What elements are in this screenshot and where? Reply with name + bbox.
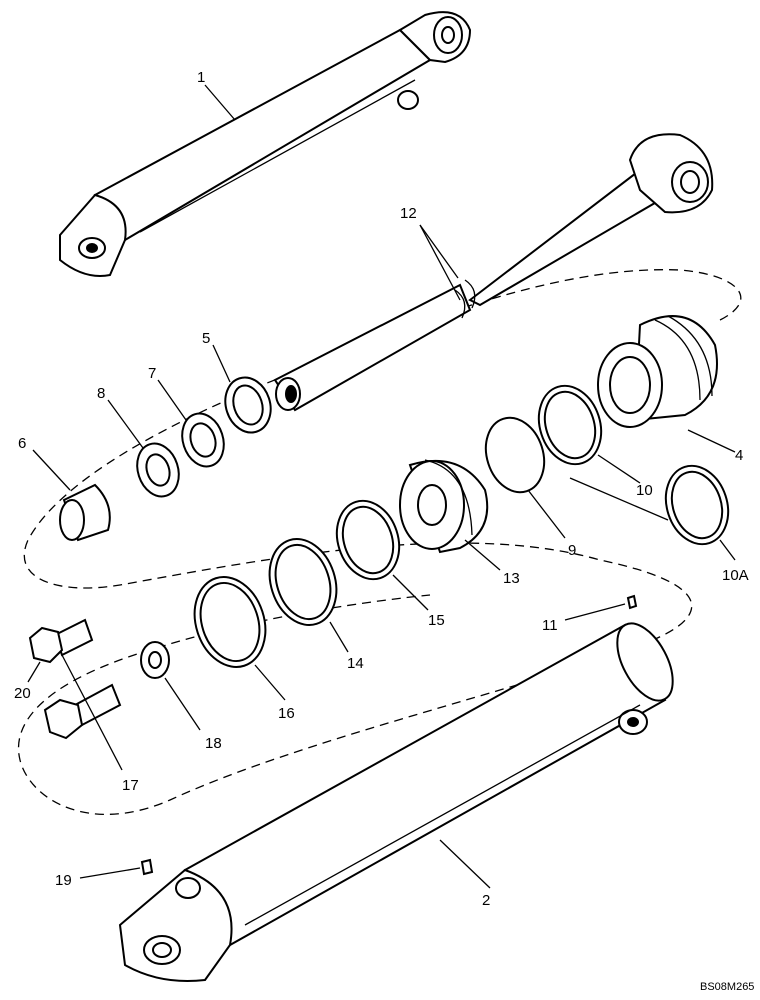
bushing-6 <box>59 483 111 542</box>
callout-15: 15 <box>428 612 445 629</box>
callout-10a: 10A <box>722 567 749 584</box>
piston <box>399 459 489 554</box>
grease-fitting-11 <box>626 594 638 610</box>
callout-2: 2 <box>482 892 490 909</box>
callout-12: 12 <box>400 205 417 222</box>
callout-8: 8 <box>97 385 105 402</box>
cylinder-tube-lower <box>118 622 674 982</box>
callout-4: 4 <box>735 447 743 464</box>
leader-lines <box>27 84 736 889</box>
callout-1: 1 <box>197 69 205 86</box>
callout-14: 14 <box>347 655 364 672</box>
drawing-code: BS08M265 <box>700 981 754 993</box>
callout-6: 6 <box>18 435 26 452</box>
callout-11: 11 <box>542 617 558 634</box>
cylinder-head <box>597 315 718 428</box>
callout-7: 7 <box>148 365 156 382</box>
bolt-20 <box>28 618 94 664</box>
grease-fitting-19 <box>140 858 154 876</box>
callout-16: 16 <box>278 705 295 722</box>
callout-17: 17 <box>122 777 139 794</box>
callout-5: 5 <box>202 330 210 347</box>
callout-9: 9 <box>568 542 576 559</box>
callout-19: 19 <box>55 872 72 889</box>
bolt-17 <box>43 683 122 740</box>
callout-20: 20 <box>14 685 31 702</box>
callout-18: 18 <box>205 735 222 752</box>
callout-10: 10 <box>636 482 653 499</box>
cylinder-barrel-upper <box>59 11 472 277</box>
seal-kit-outline <box>18 269 742 815</box>
callout-13: 13 <box>503 570 520 587</box>
o-ring-9 <box>484 416 546 494</box>
piston-rod <box>273 133 714 412</box>
